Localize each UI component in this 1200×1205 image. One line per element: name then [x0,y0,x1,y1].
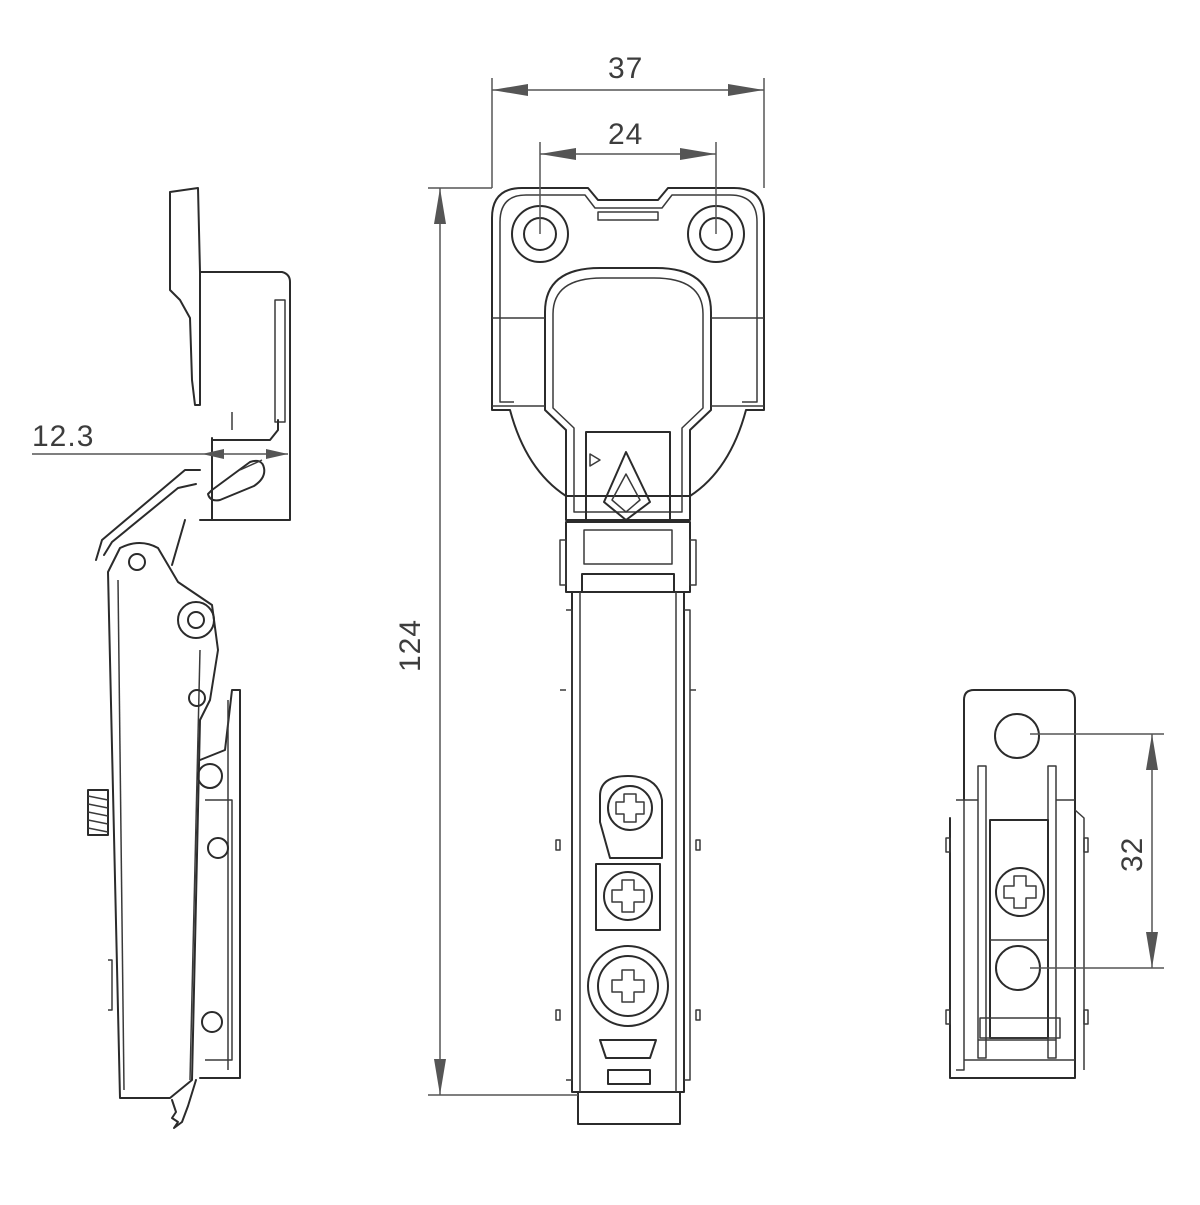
cup-depth-dimension: 12.3 [32,420,288,459]
hole-spacing-label: 24 [608,118,643,151]
front-view [491,187,765,1125]
cup-depth-label: 12.3 [32,420,94,453]
hole-spacing-dimension: 24 [539,118,717,234]
side-view [87,187,291,1129]
plate-hole-spacing-label: 32 [1116,837,1149,872]
overall-length-dimension: 124 [394,187,578,1096]
overall-width-label: 37 [608,52,643,85]
plate-hole-spacing-dimension: 32 [1030,733,1164,969]
overall-width-dimension: 37 [491,52,765,188]
mounting-plate-view [945,689,1089,1079]
overall-length-label: 124 [394,619,427,672]
